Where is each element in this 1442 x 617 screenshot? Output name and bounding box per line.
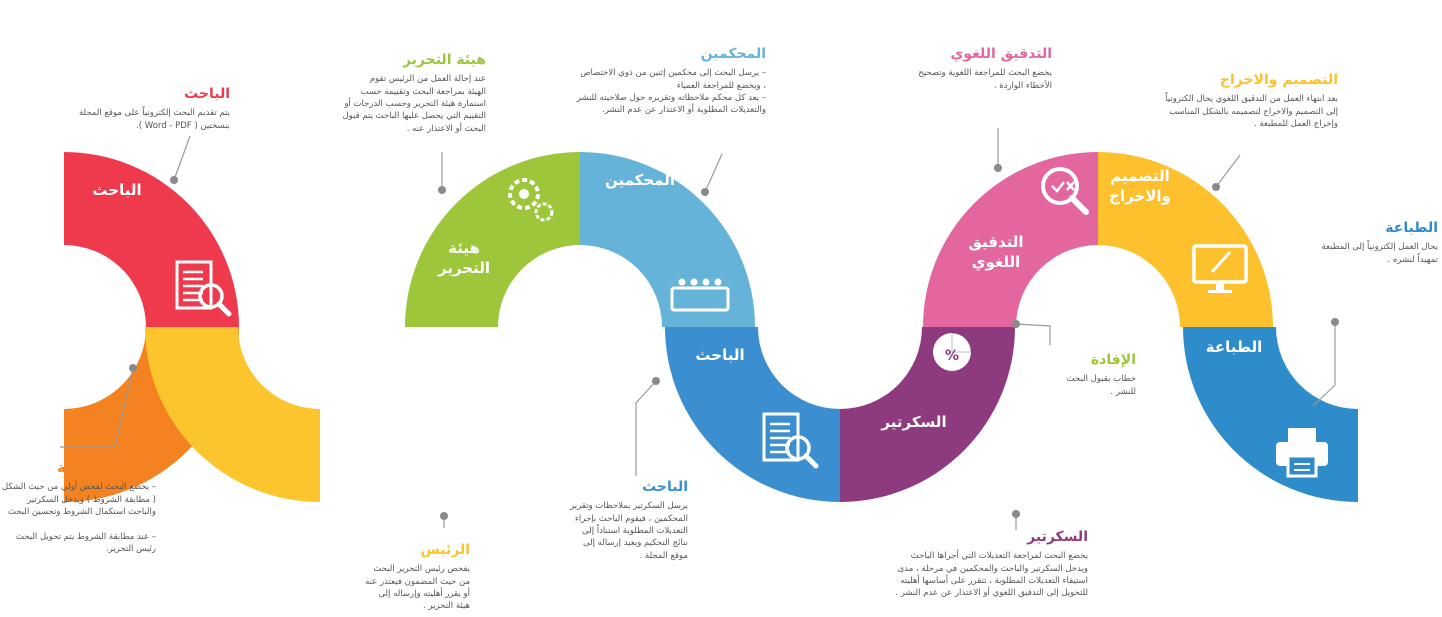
- connector-researcher1: [170, 135, 191, 184]
- note-text: عند إحالة العمل من الرئيس تقوم الهيئة بم…: [342, 74, 486, 134]
- note-title: المحكمين: [700, 46, 766, 62]
- note-text: بعد انتهاء العمل من التدقيق اللغوي يحال …: [1165, 94, 1338, 129]
- segment-researcher2: الباحث: [665, 327, 840, 502]
- segment-shape: [64, 152, 239, 327]
- segment-label: السكرتير: [880, 413, 946, 431]
- segment-shape: [923, 152, 1098, 327]
- document-search-icon: [762, 412, 819, 469]
- note-title: التصميم والاخراج: [1219, 72, 1338, 88]
- note-chief: الرئيس يفحص رئيس التحرير البحث من حيث ال…: [340, 540, 470, 613]
- note-design: التصميم والاخراج بعد انتهاء العمل من الت…: [1110, 70, 1338, 130]
- pie-chart-percent-icon: %: [933, 332, 972, 371]
- connector-chief: [440, 512, 448, 528]
- segment-shape: [405, 152, 580, 327]
- note-title: الطباعة: [1385, 220, 1438, 236]
- gears-icon: [508, 178, 554, 222]
- note-title: سكرتير المجلة: [57, 460, 156, 476]
- note-board: هيئة التحرير عند إحالة العمل من الرئيس ت…: [308, 50, 486, 135]
- note-secretary1: سكرتير المجلة – يخضع البحث لفحص أولي من …: [0, 458, 156, 555]
- segment-label: المحكمين: [605, 171, 675, 189]
- note-text: يرسل السكرتير بملاحظات وتقرير المحكمين ،…: [570, 501, 688, 561]
- segment-shape: [840, 327, 1015, 502]
- note-text: – يرسل البحث إلى محكمين إثنين من ذوي الا…: [576, 68, 766, 116]
- note-title: هيئة التحرير: [402, 52, 486, 68]
- note-text: يخضع البحث للمراجعة اللغوية وتصحيح الأخط…: [918, 68, 1052, 91]
- note-title: التدقيق اللغوي: [950, 46, 1052, 62]
- segment-secretary2: السكرتير%: [840, 327, 1015, 502]
- note-text: يفحص رئيس التحرير البحث من حيث المضمون ف…: [365, 564, 470, 612]
- note-benefit: الإفادة خطاب بقبول البحث للنشر .: [1046, 350, 1136, 398]
- team-meeting-icon: [413, 332, 471, 372]
- note-researcher2: الباحث يرسل السكرتير بملاحظات وتقرير الم…: [548, 477, 688, 562]
- connector-secretary1: [60, 364, 137, 448]
- note-proofreading: التدقيق اللغوي يخضع البحث للمراجعة اللغو…: [880, 44, 1052, 92]
- note-secretary2: السكرتير يخضع البحث لمراجعة التعديلات ال…: [862, 527, 1088, 600]
- note-printing: الطباعة يحال العمل إلكترونياً إلى المطبع…: [1282, 218, 1438, 266]
- segment-shape: [665, 327, 840, 502]
- note-text: يتم تقديم البحث إلكترونياً على موقع المج…: [78, 108, 230, 131]
- note-title: الباحث: [642, 479, 688, 495]
- segment-printing: الطباعة: [1183, 327, 1358, 502]
- segment-shape: [580, 152, 755, 327]
- connector-benefit: [1012, 320, 1051, 345]
- connector-printing: [1312, 318, 1339, 407]
- segment-researcher1: الباحث: [64, 152, 239, 327]
- note-text: خطاب بقبول البحث للنشر .: [1066, 374, 1136, 397]
- segment-label: الطباعة: [1206, 338, 1262, 356]
- note-text: – يخضع البحث لفحص أولي من حيث الشكل ( مط…: [1, 482, 156, 554]
- svg-text:%: %: [945, 348, 959, 364]
- printer-icon: [1276, 428, 1328, 478]
- segment-label: الباحث: [92, 181, 141, 199]
- monitor-brush-icon: [1192, 244, 1248, 293]
- connector-board: [438, 152, 446, 194]
- segment-reviewers: المحكمين: [580, 152, 755, 327]
- segment-shape: [145, 327, 320, 502]
- note-text: يخضع البحث لمراجعة التعديلات التي أجراها…: [895, 551, 1088, 599]
- note-reviewers: المحكمين – يرسل البحث إلى محكمين إثنين م…: [548, 44, 766, 117]
- connector-secretary2: [1012, 510, 1020, 530]
- note-title: الباحث: [184, 86, 230, 102]
- magnifier-check-icon: [1041, 167, 1089, 215]
- note-title: الإفادة: [1090, 352, 1136, 368]
- segment-label: الرئيس: [367, 418, 420, 436]
- connector-design: [1212, 154, 1241, 191]
- note-text: يحال العمل إلكترونياً إلى المطبعة تمهيدا…: [1321, 242, 1438, 265]
- note-title: الرئيس: [420, 542, 470, 558]
- note-title: السكرتير: [1027, 529, 1088, 545]
- audience-panel-icon: [670, 278, 730, 312]
- note-researcher1: الباحث يتم تقديم البحث إلكترونياً على مو…: [30, 84, 230, 132]
- connector-researcher2: [635, 377, 660, 476]
- document-search-icon: [175, 260, 232, 317]
- segment-chief: الرئيس: [145, 327, 471, 502]
- connector-reviewers: [701, 153, 723, 196]
- connector-proofreading: [994, 128, 1002, 172]
- segment-label: الباحث: [695, 346, 744, 364]
